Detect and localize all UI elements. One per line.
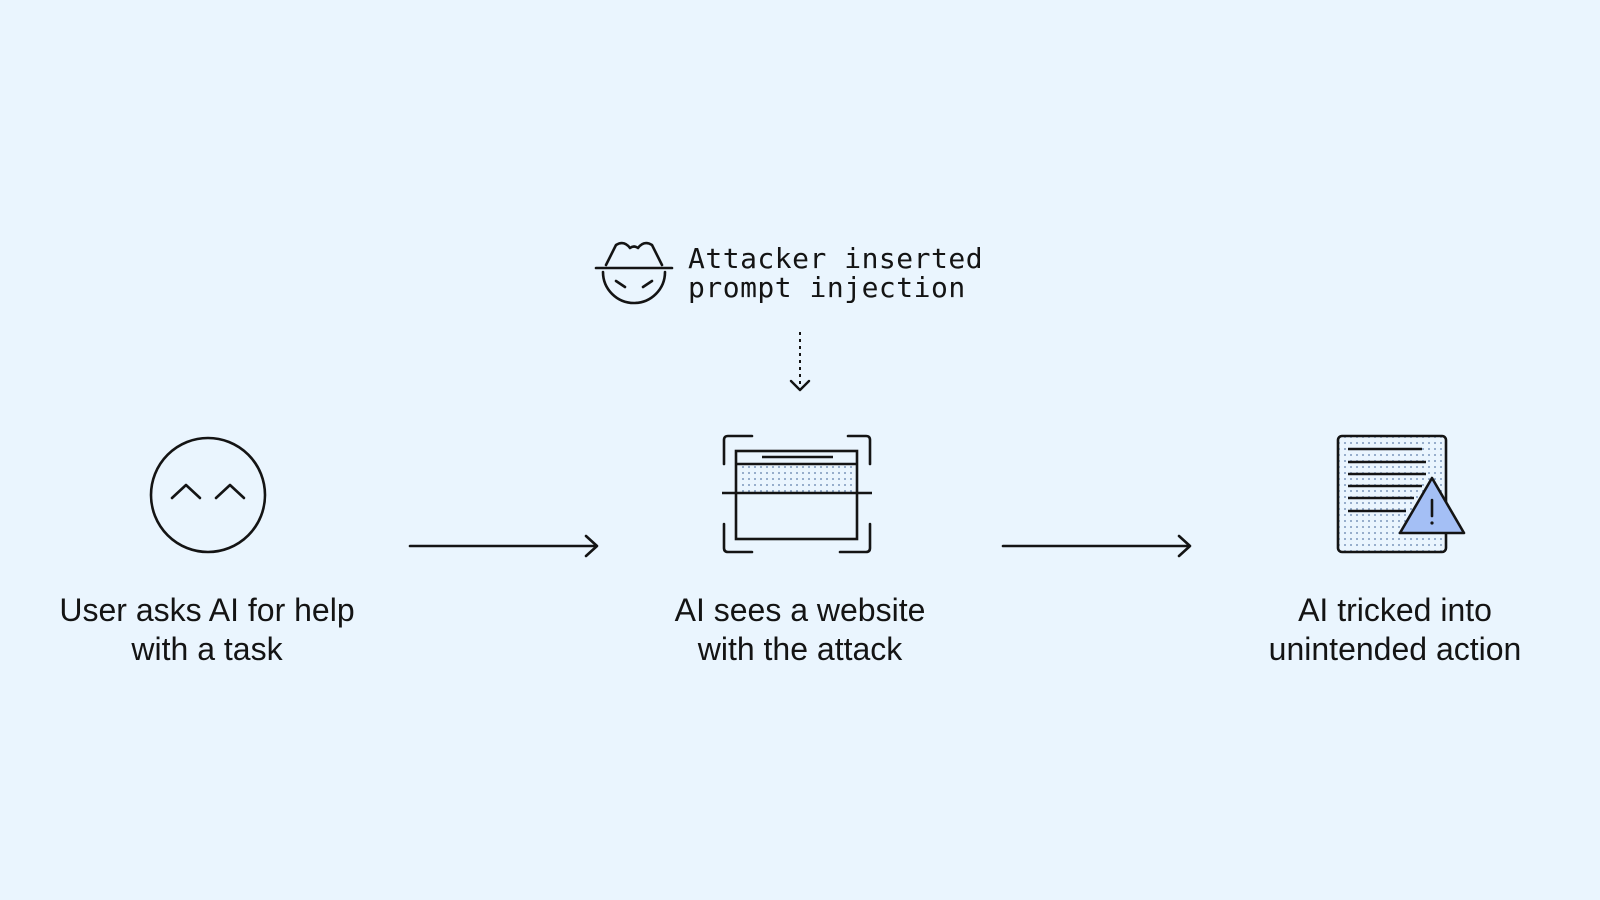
step-1-caption-line-1: User asks AI for help: [59, 592, 355, 628]
website-scan-icon: [722, 434, 872, 554]
arrow-right-1: [408, 534, 599, 558]
step-1-caption: User asks AI for help with a task: [17, 591, 397, 669]
attacker-label-line-2: prompt injection: [688, 271, 966, 304]
document-warning-icon: [1336, 434, 1466, 554]
attacker-label-line-1: Attacker inserted: [688, 242, 984, 275]
step-3-caption-line-1: AI tricked into: [1298, 592, 1492, 628]
arrow-right-2: [1001, 534, 1192, 558]
smiling-face-icon: [149, 436, 267, 554]
step-3-caption-line-2: unintended action: [1268, 631, 1522, 667]
step-1-caption-line-2: with a task: [131, 631, 283, 667]
attacker-label: Attacker inserted prompt injection: [688, 244, 983, 302]
step-2-caption-line-1: AI sees a website: [674, 592, 926, 628]
step-3-caption: AI tricked into unintended action: [1205, 591, 1585, 669]
step-2-caption-line-2: with the attack: [697, 631, 903, 667]
spy-hat-icon: [594, 241, 674, 305]
dotted-down-arrow: [789, 332, 811, 392]
step-2-caption: AI sees a website with the attack: [610, 591, 990, 669]
